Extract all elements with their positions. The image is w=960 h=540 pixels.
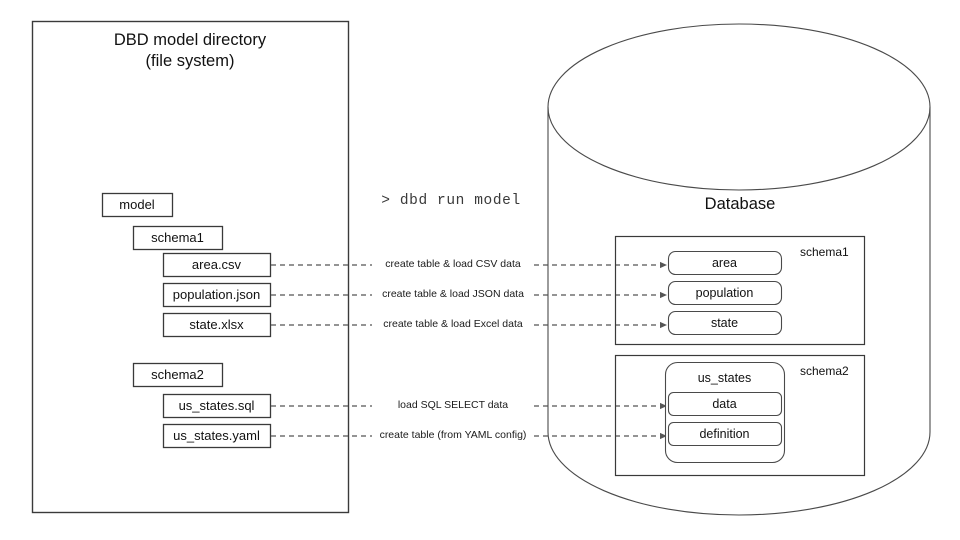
file-box-schema2 [132, 362, 224, 388]
annotation-yaml: create table (from YAML config) [379, 429, 527, 441]
schema-containers [614, 235, 866, 477]
table-label-data[interactable]: data [712, 396, 737, 411]
table-label-area[interactable]: area [711, 255, 738, 270]
file-box-us-states-sql [162, 393, 272, 419]
file-box-state-xlsx [162, 312, 272, 338]
file-box-schema1 [132, 225, 224, 251]
file-label-us-states-sql[interactable]: us_states.sql [178, 398, 255, 413]
page-title-line-1: DBD model directory [113, 31, 267, 49]
file-box-us-states-yaml [162, 423, 272, 449]
annotation-sql: load SQL SELECT data [397, 399, 509, 411]
file-tree-boxes [101, 192, 272, 449]
flow-connectors [271, 261, 667, 440]
file-box-model [101, 192, 174, 218]
file-label-us-states-yaml[interactable]: us_states.yaml [173, 428, 260, 443]
table-box-area [667, 250, 783, 276]
annotation-excel: create table & load Excel data [383, 318, 523, 330]
table-box-population [667, 280, 783, 306]
cylinder-top [547, 23, 931, 191]
table-label-definition[interactable]: definition [699, 426, 750, 441]
file-box-population-json [162, 282, 272, 308]
page-title-line-2: (file system) [145, 51, 235, 70]
schema1-container [614, 235, 866, 346]
file-box-area-csv [162, 252, 272, 278]
schema2-tables [664, 361, 786, 464]
dbd-run-command: > dbd run model [381, 193, 521, 209]
file-label-population-json[interactable]: population.json [172, 287, 261, 302]
file-label-schema2[interactable]: schema2 [151, 367, 204, 382]
schema1-tables [667, 250, 783, 336]
schema2-name: schema2 [800, 364, 849, 378]
table-box-definition [667, 421, 783, 447]
table-label-state[interactable]: state [710, 315, 739, 330]
file-label-model[interactable]: model [119, 197, 155, 212]
table-label-population[interactable]: population [695, 285, 754, 300]
annotation-csv: create table & load CSV data [385, 258, 521, 270]
table-box-state [667, 310, 783, 336]
table-label-us-states[interactable]: us_states [697, 370, 752, 385]
file-label-area-csv[interactable]: area.csv [191, 257, 242, 272]
annotation-json: create table & load JSON data [382, 288, 524, 300]
cylinder-body [547, 107, 931, 516]
database-cylinder [547, 23, 931, 516]
schema1-name: schema1 [800, 245, 849, 259]
database-label: Database [704, 195, 776, 213]
table-box-data [667, 391, 783, 417]
file-label-state-xlsx[interactable]: state.xlsx [189, 317, 244, 332]
file-label-schema1[interactable]: schema1 [151, 230, 204, 245]
model-directory-panel [31, 20, 350, 514]
page-title: DBD model directory (file system) [32, 30, 348, 72]
schema2-container [614, 354, 866, 477]
